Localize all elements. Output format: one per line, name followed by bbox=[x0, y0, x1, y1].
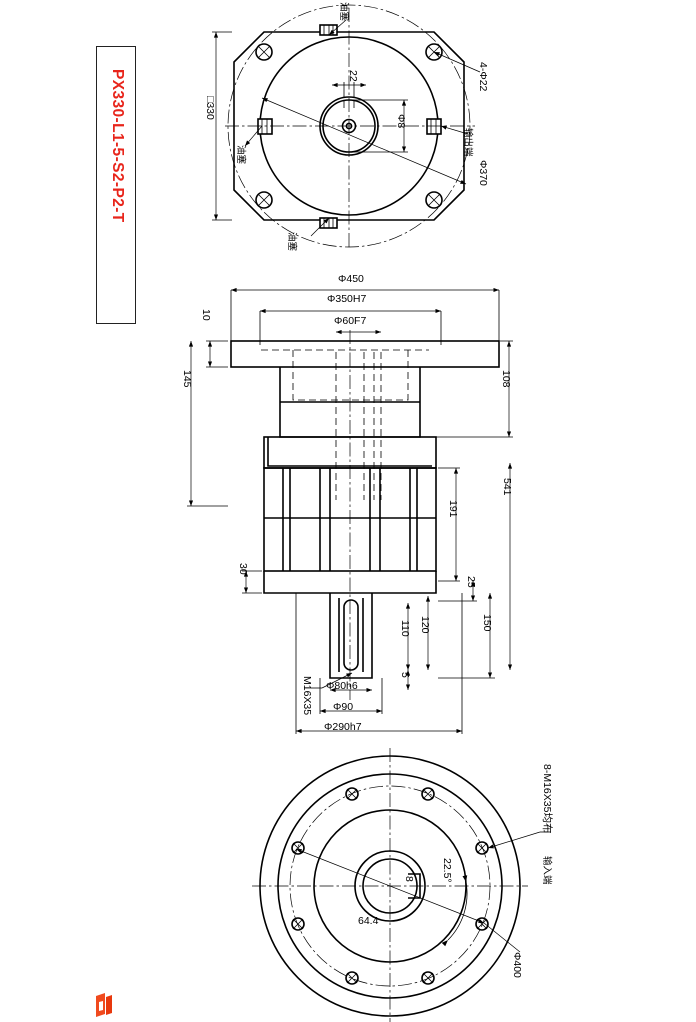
dim-tap-m16x35: M16X35 bbox=[301, 676, 313, 716]
dim-pilot-350h7: Φ350H7 bbox=[327, 293, 367, 305]
dim-bolt-holes-4-d22: 4-Φ22 bbox=[477, 62, 489, 92]
dim-key-width-22: 22 bbox=[347, 70, 359, 82]
dim-bore-8: Φ8 bbox=[395, 114, 407, 129]
dim-shaft-dia-80h6: Φ80h6 bbox=[326, 680, 358, 692]
dim-bore-60f7: Φ60F7 bbox=[334, 315, 367, 327]
dim-hub-height-108: 108 bbox=[500, 370, 512, 388]
dim-flange-thickness-10: 10 bbox=[200, 309, 212, 321]
top-view-geometry bbox=[212, 4, 481, 248]
dim-outer-dia-400: Φ400 bbox=[511, 952, 523, 978]
label-oil-plug-left: 油塞 bbox=[235, 145, 246, 165]
dim-shoulder-90: Φ90 bbox=[333, 701, 354, 713]
company-logo-mark bbox=[96, 993, 112, 1017]
dim-body-length-191: 191 bbox=[447, 500, 459, 518]
dim-shaft-length-120: 120 bbox=[419, 616, 431, 634]
label-input-end: 输入端 bbox=[541, 856, 552, 885]
part-number-label: PX330-L1-5-S2-P2-T bbox=[109, 69, 126, 223]
label-output-end: 输出端 bbox=[462, 128, 473, 157]
label-oil-plug-bottom: 油塞 bbox=[286, 232, 297, 252]
front-view-geometry bbox=[187, 287, 513, 734]
dim-key-644: 64.4 bbox=[358, 915, 379, 927]
oil-plug-fittings bbox=[257, 24, 442, 229]
dim-step-30: 30 bbox=[237, 563, 249, 575]
dim-bolt-circle-370: Φ370 bbox=[477, 160, 489, 186]
bottom-view-geometry bbox=[252, 748, 551, 1022]
dim-total-length-541: 541 bbox=[501, 478, 513, 496]
dim-key-height-8: 8 bbox=[403, 876, 415, 882]
dim-key-offset-5: 5 bbox=[399, 672, 411, 678]
dim-square-330: □330 bbox=[204, 96, 216, 120]
label-oil-plug-top: 油塞 bbox=[338, 2, 349, 22]
dim-input-length-150: 150 bbox=[481, 614, 493, 632]
dim-flange-od-450: Φ450 bbox=[338, 273, 364, 285]
dim-angle-22-5: 22.5° bbox=[441, 858, 453, 883]
dim-key-length-110: 110 bbox=[399, 620, 411, 637]
dim-input-pilot-290h7: Φ290h7 bbox=[324, 721, 362, 733]
dim-upper-height-145: 145 bbox=[181, 370, 193, 388]
part-number-box: PX330-L1-5-S2-P2-T bbox=[96, 46, 136, 324]
dim-bolt-pattern-8-m16x35: 8-M16X35均布 bbox=[541, 764, 553, 834]
dim-gap-25: 25 bbox=[465, 576, 477, 588]
